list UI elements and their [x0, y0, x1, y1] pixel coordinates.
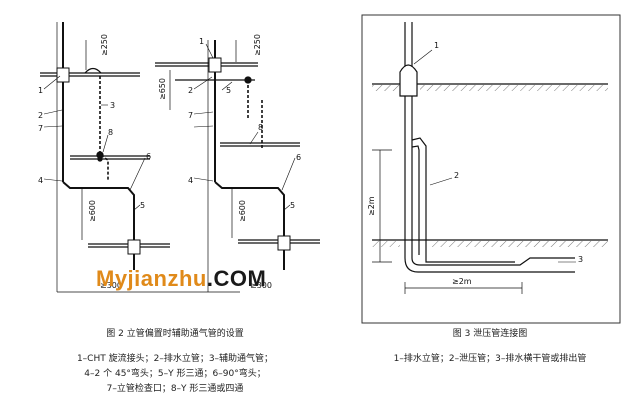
fig2-left-label-4: 4 — [38, 176, 43, 185]
watermark-part1: Myjianzhu — [96, 266, 207, 291]
fig2-left-label-5: 5 — [140, 201, 145, 210]
watermark: Myjianzhu.COM — [96, 266, 266, 292]
fig2-right-diagram — [155, 40, 320, 292]
fig3-diagram — [372, 22, 608, 294]
fig2-right-dim-top: ≥250 — [253, 34, 262, 56]
fig2-right-label-8: 8 — [258, 123, 263, 132]
fig2-left-label-8: 8 — [108, 128, 113, 137]
fig2-right-label-4: 4 — [188, 176, 193, 185]
fig2-right-label-2: 2 — [188, 86, 193, 95]
fig2-right-dim-bottom: ≥300 — [250, 281, 272, 290]
fig2-right-dim-mid: ≥650 — [158, 78, 167, 100]
fig2-right-dim-low: ≥600 — [238, 200, 247, 222]
fig3-dim-vertical: ≥2m — [367, 196, 376, 216]
fig2-right-label-7: 7 — [188, 111, 193, 120]
fig2-left-dim-bottom: ≥300 — [100, 281, 122, 290]
fig3-caption: 图 3 泄压管连接图 — [452, 329, 528, 339]
fig2-right-label-5: 5 — [290, 201, 295, 210]
fig2-right-label-1: 1 — [199, 37, 204, 46]
fig2-left-label-2: 2 — [38, 111, 43, 120]
fig3-label-2: 2 — [454, 171, 459, 180]
fig2-left-diagram — [40, 22, 240, 293]
fig2-left-label-6: 6 — [146, 152, 151, 161]
watermark-part2: .COM — [206, 266, 267, 291]
fig2-left-label-1: 1 — [38, 86, 43, 95]
fig2-legend-line-3: 7–立管检查口；8–Y 形三通或四通 — [106, 384, 244, 394]
fig2-caption: 图 2 立管偏置时辅助通气管的设置 — [106, 329, 244, 339]
fig3-dim-horizontal: ≥2m — [452, 277, 472, 286]
fig2-legend-line-2: 4–2 个 45°弯头；5–Y 形三通；6–90°弯头； — [84, 369, 266, 379]
fig2-legend-line-1: 1–CHT 旋流接头；2–排水立管；3–辅助通气管； — [76, 354, 274, 364]
fig2-left-dim-low: ≥600 — [88, 200, 97, 222]
fig2-right-label-6: 6 — [296, 153, 301, 162]
fig2-left-dim-top: ≥250 — [100, 34, 109, 56]
fig2-right-label-5b: 5 — [226, 86, 231, 95]
fig3-label-1: 1 — [434, 41, 439, 50]
fig3-label-3: 3 — [578, 255, 583, 264]
fig2-left-label-3: 3 — [110, 101, 115, 110]
fig2-left-label-7: 7 — [38, 124, 43, 133]
fig3-legend: 1–排水立管；2–泄压管；3–排水横干管或排出管 — [393, 354, 587, 364]
fig3-frame — [361, 14, 621, 324]
